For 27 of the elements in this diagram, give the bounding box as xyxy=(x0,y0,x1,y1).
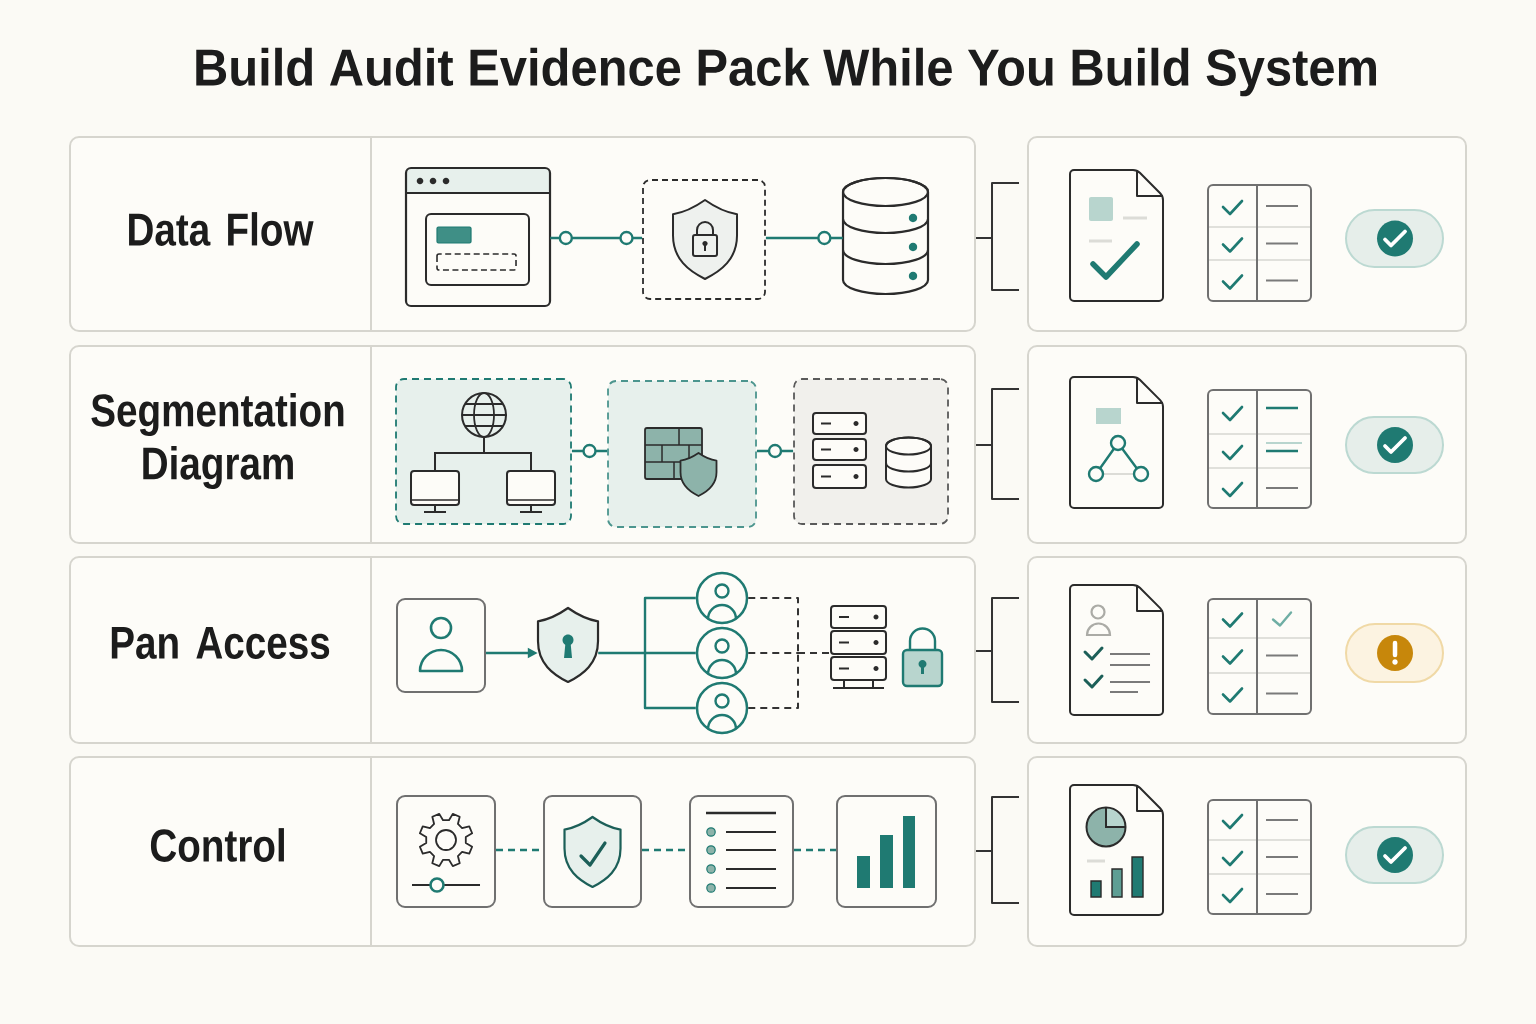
shield-keyhole-icon xyxy=(536,606,600,684)
connector xyxy=(747,597,799,654)
browser-window-icon xyxy=(404,166,552,308)
user-avatar-icon xyxy=(695,626,749,680)
connector xyxy=(571,449,608,453)
bracket-connector xyxy=(975,597,1020,703)
connector xyxy=(765,236,843,240)
title: Build Audit Evidence Pack While You Build System xyxy=(196,47,1376,97)
row-label: Segmentation Diagram xyxy=(91,392,344,490)
connector xyxy=(794,848,836,852)
row-label: Pan Access xyxy=(111,626,330,660)
connector xyxy=(747,652,799,709)
connector xyxy=(747,652,799,654)
bracket-connector xyxy=(975,796,1020,904)
server-rack-icon xyxy=(830,605,887,689)
connector xyxy=(643,653,696,710)
bracket-connector xyxy=(975,388,1020,500)
connector xyxy=(756,449,794,453)
user-avatar-icon xyxy=(695,681,749,735)
bracket-connector xyxy=(975,182,1020,291)
connector xyxy=(645,651,696,655)
row-label: Control xyxy=(150,828,284,862)
user-avatar-icon xyxy=(695,571,749,625)
connector xyxy=(797,652,832,654)
connector xyxy=(550,236,643,240)
database-icon xyxy=(841,176,930,296)
row-label: Data Flow xyxy=(129,212,314,246)
